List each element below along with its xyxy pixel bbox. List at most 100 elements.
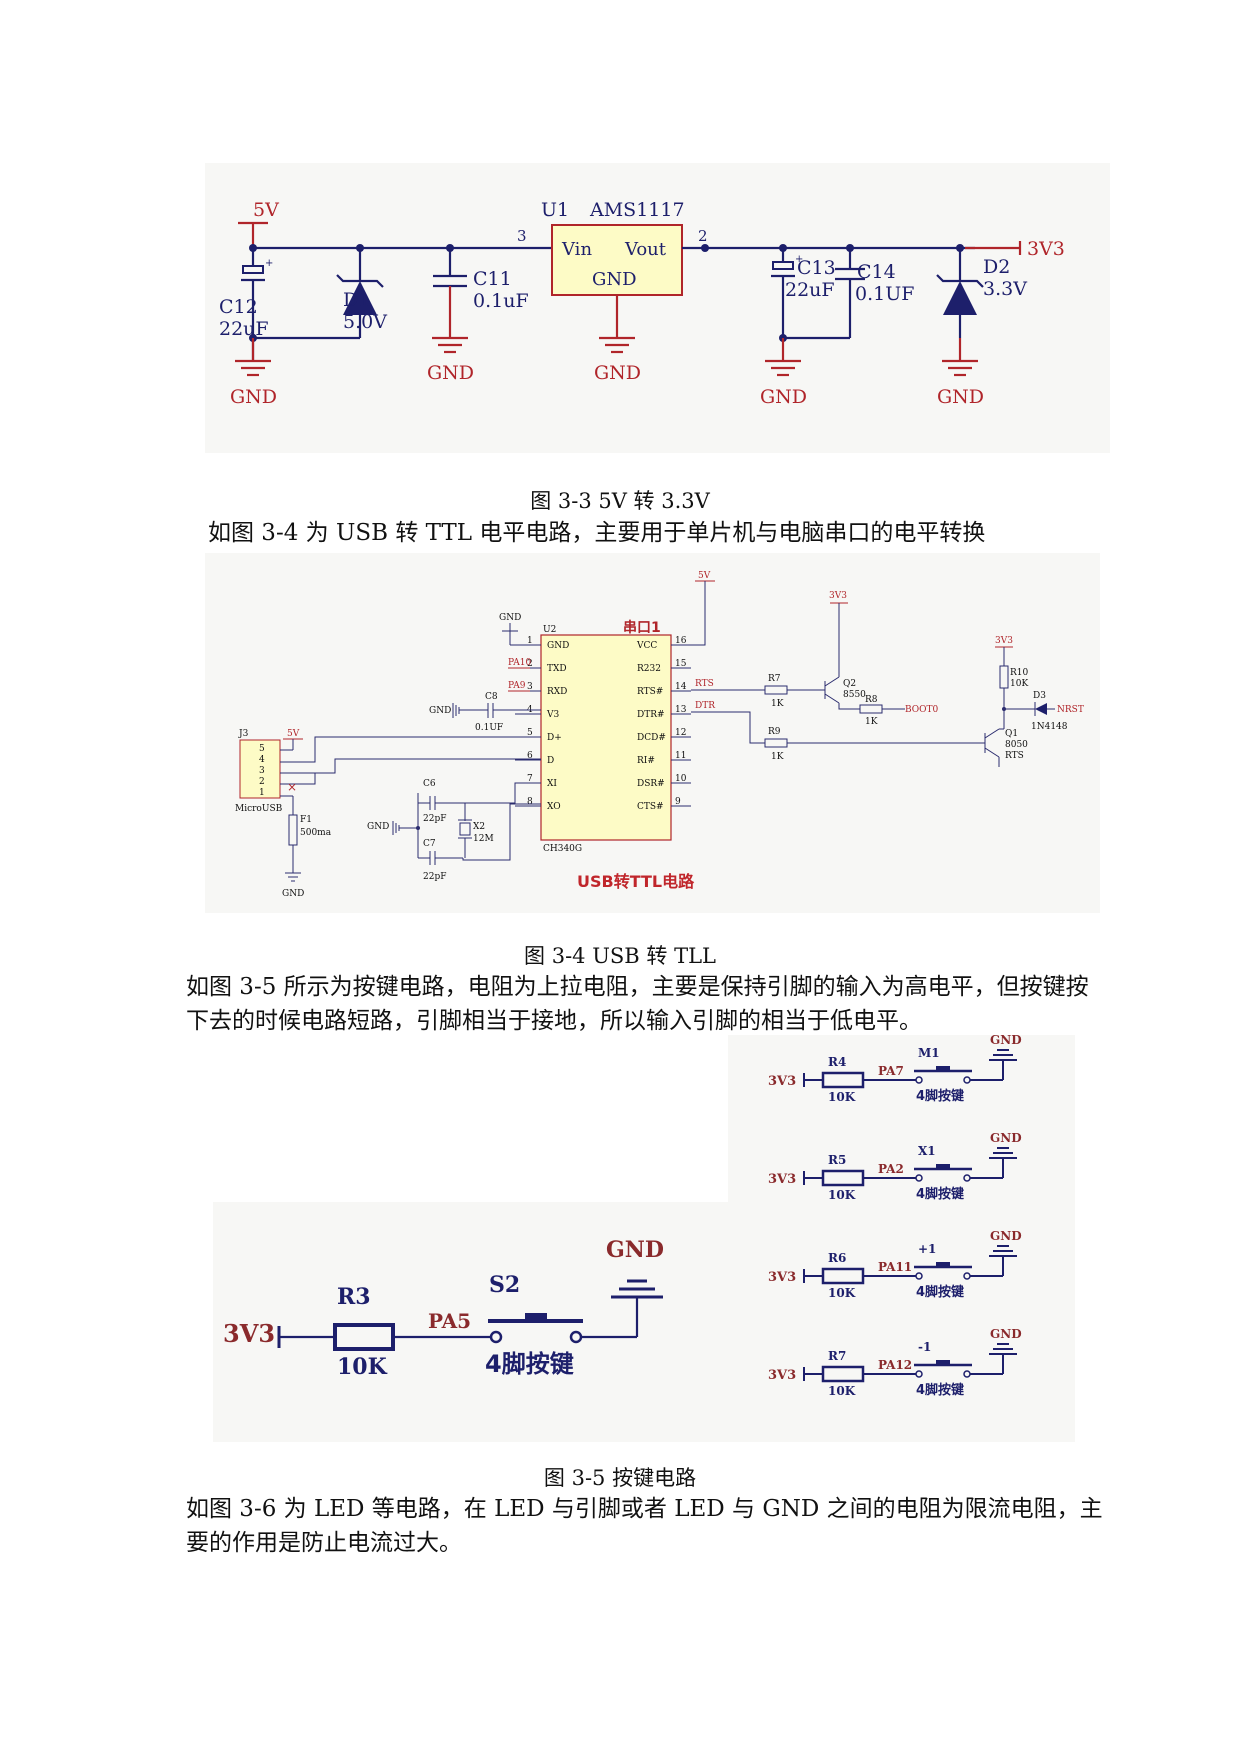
row-x1-r-ref: R5 [828, 1153, 846, 1167]
caption-figure-3-4: 图 3-4 USB 转 TLL [524, 944, 716, 968]
dtr-net-label: DTR [695, 701, 715, 711]
r3-value: 10K [337, 1354, 388, 1380]
gnd-main-label: GND [606, 1237, 664, 1263]
d3-ref: D3 [1033, 691, 1046, 701]
left-pin-number: 8 [527, 797, 533, 807]
x2-value: 12M [473, 834, 494, 844]
q1-ref: Q1 [1005, 729, 1018, 739]
caption-figure-3-3: 图 3-3 5V 转 3.3V [530, 489, 710, 513]
r7-value: 1K [771, 699, 784, 709]
paragraph-led-circuit: 如图 3-6 为 LED 等电路，在 LED 与引脚或者 LED 与 GND 之… [186, 1496, 1103, 1556]
row-m1-3v3: 3V3 [768, 1074, 796, 1089]
microusb-connector [239, 739, 281, 799]
c8-ref: C8 [485, 692, 498, 702]
row-plus1-s-value: 4脚按键 [916, 1284, 964, 1300]
r3-ref: R3 [337, 1284, 371, 1310]
r10-value: 10K [1010, 679, 1028, 689]
left-pin-name: D [547, 756, 554, 766]
row-minus1-3v3: 3V3 [768, 1368, 796, 1383]
r8-value: 1K [865, 717, 878, 727]
right-pin-name: DTR# [637, 710, 665, 720]
ch340g-body [540, 634, 672, 841]
c8-value: 0.1UF [475, 723, 503, 733]
j3-pin-number: 1 [259, 788, 265, 798]
row-x1-pa: PA2 [878, 1162, 904, 1176]
row-minus1-r-value: 10K [828, 1384, 856, 1398]
right-pins: 16VCC15R23214RTS#13DTR#12DCD#11RI#10DSR#… [636, 636, 691, 812]
regulator-schematic-svg: 5V + C12 22uF D1 5.0V GND GND C11 [219, 199, 1065, 408]
left-pin-number: 5 [527, 728, 533, 738]
svg-text:+: + [795, 254, 803, 265]
c13-ref: C13 [797, 257, 836, 279]
s2-contact-left [489, 1330, 503, 1344]
gnd-label-1: GND [230, 386, 277, 408]
right-pin-name: CTS# [637, 802, 664, 812]
c7-ref: C7 [423, 839, 436, 849]
gnd-label-2: GND [427, 362, 474, 384]
v5-top-label: 5V [698, 571, 711, 581]
left-pin-number: 7 [527, 774, 533, 784]
c11-value: 0.1uF [473, 290, 529, 312]
q2-value: 8550 [843, 690, 866, 700]
resistor-r9 [764, 738, 788, 748]
u1-pin-in: 3 [517, 227, 527, 245]
fuse-f1 [288, 814, 298, 846]
right-pin-number: 11 [675, 751, 686, 761]
gnd-label-3: GND [594, 362, 641, 384]
nrst-label: NRST [1057, 705, 1084, 715]
row-plus1-3v3: 3V3 [768, 1270, 796, 1285]
row-minus1-gnd: GND [990, 1327, 1022, 1341]
right-pin-name: RI# [637, 756, 655, 766]
row-x1-s-value: 4脚按键 [916, 1186, 964, 1202]
left-pin-name: XO [547, 802, 561, 812]
net-5v-label: 5V [253, 199, 279, 221]
x2-ref: X2 [473, 822, 485, 832]
f1-value: 500ma [300, 828, 332, 838]
diode-d3 [1035, 703, 1047, 715]
chip-name: 串口1 [623, 619, 661, 636]
left-pin-name: TXD [547, 664, 567, 674]
right-pin-name: DCD# [637, 733, 666, 743]
gnd-top-label: GND [499, 613, 521, 623]
j3-pin-number: 5 [259, 744, 265, 754]
q1-net: RTS [1005, 751, 1024, 761]
c13-value: 22uF [785, 279, 835, 301]
right-pin-name: DSR# [637, 779, 665, 789]
u1-vout: Vout [624, 239, 667, 260]
crystal-x2 [459, 822, 471, 836]
left-pin-name: GND [547, 641, 569, 651]
right-pin-number: 9 [675, 797, 681, 807]
u1-vin: Vin [561, 239, 592, 260]
d2-ref: D2 [983, 256, 1010, 278]
row-x1-3v3: 3V3 [768, 1172, 796, 1187]
boot0-label: BOOT0 [905, 705, 939, 715]
row-m1-s-ref: M1 [918, 1046, 940, 1060]
right-pin-name: VCC [636, 641, 657, 651]
row-m1-s-value: 4脚按键 [916, 1088, 964, 1104]
button-main-svg: 3V3 R3 10K PA5 S2 4脚按键 GND [223, 1237, 664, 1380]
d2-symbol [943, 281, 977, 315]
gnd-label-5: GND [937, 386, 984, 408]
u1-pin-out: 2 [698, 227, 708, 245]
row-x1-gnd: GND [990, 1131, 1022, 1145]
d1-ref: D1 [343, 289, 370, 311]
row-minus1-pa: PA12 [878, 1358, 912, 1372]
figure-regulator-schematic: 5V + C12 22uF D1 5.0V GND GND C11 [205, 163, 1110, 453]
resistor-r10 [999, 665, 1009, 689]
j3-pin-number: 2 [259, 777, 265, 787]
row-plus1-s-ref: +1 [918, 1242, 936, 1256]
c7-value: 22pF [423, 872, 446, 882]
row-plus1-r-ref: R6 [828, 1251, 846, 1265]
right-pin-number: 10 [675, 774, 687, 784]
row-plus1-r-value: 10K [828, 1286, 856, 1300]
j3-pin-number: 4 [259, 755, 265, 765]
caption-figure-3-5: 图 3-5 按键电路 [543, 1466, 697, 1490]
paragraph-button-circuit: 如图 3-5 所示为按键电路，电阻为上拉电阻，主要是保持引脚的输入为高电平，但按… [186, 974, 1089, 1034]
c6-value: 22pF [423, 814, 446, 824]
